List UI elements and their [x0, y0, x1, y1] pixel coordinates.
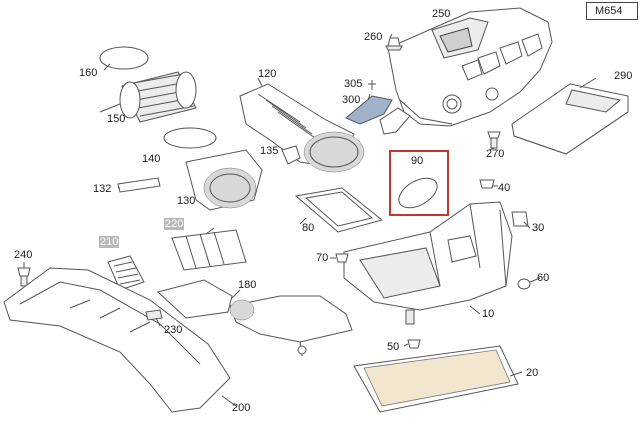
selected-part-highlight: [389, 150, 449, 216]
label-60[interactable]: 60: [537, 272, 550, 284]
part-240-bolt[interactable]: [17, 267, 31, 287]
label-270[interactable]: 270: [486, 148, 505, 160]
label-160[interactable]: 160: [79, 67, 98, 79]
part-160-ring[interactable]: [99, 46, 149, 70]
label-140[interactable]: 140: [142, 153, 161, 165]
part-90-gasket[interactable]: [394, 172, 442, 214]
label-200[interactable]: 200: [232, 402, 251, 414]
label-90[interactable]: 90: [411, 155, 424, 167]
part-300-bracket[interactable]: [345, 95, 411, 135]
part-135-fitting[interactable]: [281, 145, 301, 165]
label-130[interactable]: 130: [177, 195, 196, 207]
label-80[interactable]: 80: [302, 222, 315, 234]
part-180-intake-duct[interactable]: [156, 279, 353, 357]
label-20[interactable]: 20: [526, 367, 539, 379]
part-50-screw[interactable]: [407, 339, 421, 349]
label-30[interactable]: 30: [532, 222, 545, 234]
part-210-grille[interactable]: [107, 255, 145, 291]
model-code: M654: [595, 5, 623, 17]
label-135[interactable]: 135: [260, 145, 279, 157]
label-230[interactable]: 230: [164, 324, 183, 336]
part-60-grommet[interactable]: [517, 278, 531, 290]
label-50[interactable]: 50: [387, 341, 400, 353]
model-code-box: M654: [586, 2, 638, 20]
label-305[interactable]: 305: [344, 78, 363, 90]
label-290[interactable]: 290: [614, 70, 633, 82]
leader-lines: [23, 33, 597, 407]
label-120[interactable]: 120: [258, 68, 277, 80]
label-132[interactable]: 132: [93, 183, 112, 195]
part-10-air-filter-housing[interactable]: [343, 201, 513, 325]
part-132-label[interactable]: [117, 177, 161, 193]
part-80-frame-seal[interactable]: [294, 187, 384, 233]
label-10[interactable]: 10: [482, 308, 495, 320]
part-120-intake-pipe[interactable]: [239, 83, 365, 173]
label-300[interactable]: 300: [342, 94, 361, 106]
part-70-bolt[interactable]: [335, 253, 349, 263]
part-140-seal-ring[interactable]: [163, 127, 217, 149]
label-240[interactable]: 240: [14, 249, 33, 261]
part-270-bolt[interactable]: [487, 131, 501, 149]
part-290-cover-panel[interactable]: [511, 83, 629, 155]
part-130-housing[interactable]: [185, 149, 263, 211]
label-70[interactable]: 70: [316, 252, 329, 264]
label-150[interactable]: 150: [107, 113, 126, 125]
part-305-clip[interactable]: [368, 80, 376, 90]
part-40-bolt[interactable]: [479, 179, 495, 189]
part-250-engine-cover[interactable]: [387, 7, 553, 127]
label-220[interactable]: 220: [164, 218, 185, 230]
part-230-pad[interactable]: [145, 309, 163, 321]
label-210[interactable]: 210: [99, 236, 120, 248]
part-260-fastener[interactable]: [385, 37, 403, 51]
label-260[interactable]: 260: [364, 31, 383, 43]
part-200-front-channel[interactable]: [3, 267, 231, 413]
part-20-filter-element[interactable]: [353, 345, 519, 413]
part-220-duct[interactable]: [171, 229, 247, 271]
label-40[interactable]: 40: [498, 182, 511, 194]
label-180[interactable]: 180: [238, 279, 257, 291]
part-150-corrugated-hose[interactable]: [119, 71, 197, 123]
label-250[interactable]: 250: [432, 8, 451, 20]
